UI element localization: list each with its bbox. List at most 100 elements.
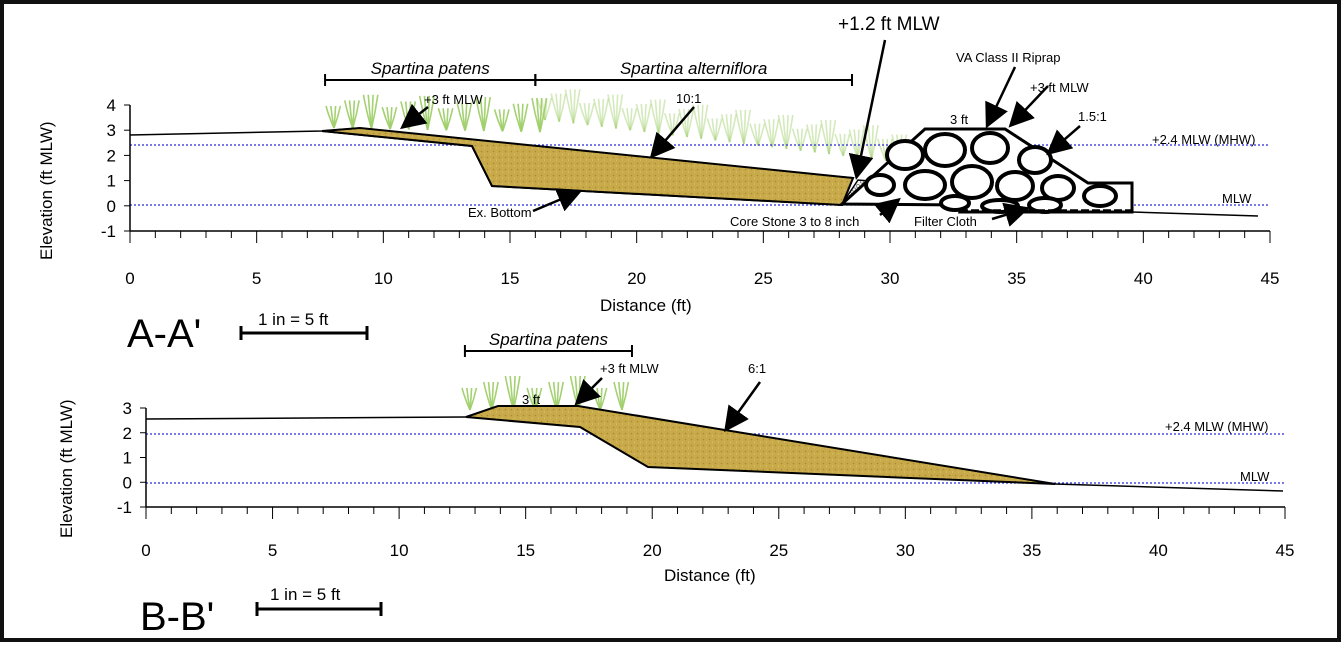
grass-blade <box>739 109 745 144</box>
grass-blade <box>629 108 638 131</box>
core-stone-label-a: Core Stone 3 to 8 inch <box>730 214 859 229</box>
filter-cloth-label-a: Filter Cloth <box>914 214 977 229</box>
x-tick-label: 45 <box>1276 541 1295 560</box>
x-tick-label: 35 <box>1007 269 1026 288</box>
riprap-stone <box>950 164 994 200</box>
x-tick-label: 20 <box>643 541 662 560</box>
grass-blade <box>754 123 759 146</box>
grass-blade <box>578 102 589 126</box>
grass-blade <box>728 114 737 143</box>
grass-blade <box>550 93 560 122</box>
x-tick-label: 15 <box>501 269 520 288</box>
y-tick-label: 1 <box>123 449 132 468</box>
riprap-stone <box>939 194 971 212</box>
grass-blade <box>483 96 492 132</box>
y-tick-label: 4 <box>107 96 116 115</box>
riprap-crest-label-a: +3 ft MLW <box>1030 80 1089 95</box>
grass-blade <box>700 104 709 139</box>
riprap-stone <box>864 173 896 197</box>
grass-blade <box>536 97 546 121</box>
grass-blade <box>464 102 473 131</box>
grass-blade <box>714 118 723 141</box>
x-tick-label: 25 <box>754 269 773 288</box>
mlw-label-b: MLW <box>1240 469 1270 484</box>
grass-blade <box>814 124 822 153</box>
x-tick-label: 40 <box>1134 269 1153 288</box>
grass-blade <box>389 106 398 130</box>
grass-blade <box>782 114 788 150</box>
grass-blade <box>686 109 690 138</box>
grass-blade <box>711 118 717 141</box>
riprap-stone <box>923 132 967 168</box>
section-label-a: A-A' <box>127 312 201 356</box>
grass-blade <box>612 94 617 129</box>
x-tick-label: 30 <box>881 269 900 288</box>
grass-blade <box>683 108 688 138</box>
grass-blade <box>810 124 816 153</box>
existing-grade-b-offshore <box>1054 483 1284 492</box>
grass-blade <box>572 89 576 124</box>
existing-bottom-label-a: Ex. Bottom <box>468 205 532 220</box>
grass-blade <box>544 97 548 121</box>
grass-blade <box>749 123 759 146</box>
x-tick-label: 40 <box>1149 541 1168 560</box>
grass-blade <box>877 138 887 162</box>
grass-blade <box>569 89 575 124</box>
marsh-slope-label-a: 10:1 <box>676 91 701 106</box>
marsh-slope-arrow-a <box>649 106 695 159</box>
crest-top-label-a: +1.2 ft MLW <box>838 14 940 35</box>
grass-blade <box>501 109 510 132</box>
grass-blade <box>599 387 608 411</box>
marsh-crest-arrow-b <box>574 377 603 406</box>
grass-blade <box>539 98 548 133</box>
riprap-stone <box>970 131 1010 165</box>
grass-blade <box>757 123 761 146</box>
y-tick-label: 3 <box>107 121 116 140</box>
grass-blade <box>370 94 379 129</box>
y-axis-label-b: Elevation (ft MLW) <box>57 399 76 538</box>
mhw-label-b: +2.4 MLW (MHW) <box>1165 419 1268 434</box>
grass-blade <box>615 94 619 129</box>
marsh-crest-label-a: +3 ft MLW <box>424 92 483 107</box>
y-tick-label: 2 <box>123 424 132 443</box>
crest-top-arrow-a <box>848 39 887 180</box>
x-axis-label-a: Distance (ft) <box>600 296 692 315</box>
marsh-slope-label-b: 6:1 <box>748 361 766 376</box>
species-bar-b: Spartina patens <box>463 330 633 357</box>
x-tick-label: 15 <box>516 541 535 560</box>
grass-blade <box>607 94 617 129</box>
grass-blade <box>586 103 590 126</box>
grass-blade <box>825 120 830 155</box>
existing-bottom-arrow-a <box>532 188 583 213</box>
grass-blade <box>558 93 562 122</box>
existing-grade-a-offshore <box>1131 211 1259 217</box>
grass-blade <box>564 89 575 124</box>
grass-vegetation-a <box>325 89 908 163</box>
grass-blade <box>714 118 718 141</box>
marsh-sand-fill-b <box>465 405 1056 485</box>
grass-blade <box>558 93 567 122</box>
riprap-stone <box>903 169 947 201</box>
grass-blade <box>601 98 609 128</box>
grass-blade <box>743 109 747 144</box>
grass-blade <box>725 114 731 143</box>
grass-blade <box>799 128 808 151</box>
grass-blade <box>828 120 832 155</box>
grass-blade <box>828 119 837 155</box>
grass-blade <box>806 124 816 153</box>
grass-blade <box>445 108 454 131</box>
grass-blade <box>881 138 887 162</box>
grass-blade <box>799 128 803 151</box>
grass-blade <box>586 102 595 126</box>
scale-label-a: 1 in = 5 ft <box>258 310 329 329</box>
mhw-label-a: +2.4 MLW (MHW) <box>1152 132 1255 147</box>
grass-blade <box>678 108 688 138</box>
y-axis-label-a: Elevation (ft MLW) <box>37 121 56 260</box>
mlw-label-a: MLW <box>1222 191 1252 206</box>
riprap-width-label-a: 3 ft <box>950 112 968 127</box>
grass-blade <box>621 108 631 131</box>
grass-blade <box>657 99 666 134</box>
x-tick-label: 35 <box>1022 541 1041 560</box>
